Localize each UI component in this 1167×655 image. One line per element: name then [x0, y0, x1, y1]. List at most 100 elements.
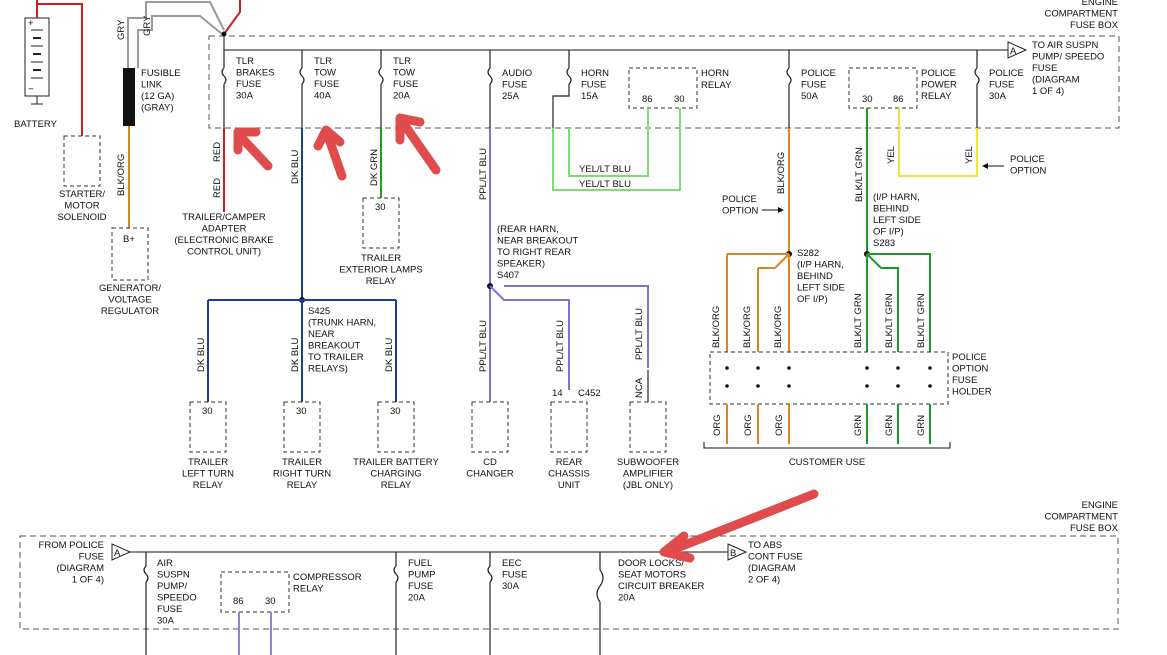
- label-line: 20A: [408, 593, 426, 604]
- label-line: 30A: [157, 616, 175, 627]
- label-line: STARTER/: [59, 189, 105, 200]
- label-line: FROM POLICE: [39, 540, 104, 551]
- battery-red-wire: [36, 3, 83, 136]
- wire-label-blk-lt-grn-a: BLK/LT GRN: [853, 293, 864, 348]
- compressor-relay-box: [220, 571, 290, 613]
- label-line: ENGINE: [1082, 500, 1118, 511]
- label-line: (DIAGRAM: [748, 563, 796, 574]
- label-line: LEFT SIDE: [797, 283, 845, 294]
- fuse-box-frame-bottom: [19, 535, 1119, 630]
- wire-label-org-b: ORG: [743, 414, 754, 436]
- label-line: 30A: [989, 91, 1007, 102]
- fuse-holder-contacts: [725, 366, 932, 388]
- label-line: LINK: [141, 80, 163, 91]
- label-line: BEHIND: [797, 271, 833, 282]
- wire-yel-police-option: [898, 108, 978, 177]
- wire-label-yel-1: YEL: [886, 146, 897, 164]
- label-line: CONT FUSE: [748, 552, 803, 563]
- label-line: TLR: [236, 56, 254, 67]
- door-locks-circuit-breaker: [596, 552, 604, 655]
- label-line: TO TRAILER: [308, 352, 364, 363]
- generator-box: [111, 227, 149, 281]
- wire-label-dk-blu-2: DK BLU: [196, 338, 207, 372]
- compressor-relay-pin-30: 30: [265, 596, 276, 607]
- gray-feed-wire-2: [137, 15, 223, 68]
- subwoofer-box: [629, 401, 667, 453]
- wire-label-grn-c: GRN: [916, 415, 927, 436]
- label-line: 25A: [502, 91, 520, 102]
- label-line: S282: [797, 248, 819, 259]
- label-line: (ELECTRONIC BRAKE: [174, 235, 273, 246]
- label-line: 15A: [581, 91, 599, 102]
- police-relay-pin-30: 30: [862, 94, 873, 105]
- label-line: S425: [308, 306, 330, 317]
- label-line: TO RIGHT REAR: [497, 247, 571, 258]
- annotation-arrow-2: [313, 125, 347, 181]
- offpage-b-letter: B: [730, 548, 736, 559]
- label-line: CONTROL UNIT): [187, 247, 261, 258]
- label-line: PUMP/ SPEEDO: [1032, 52, 1104, 63]
- label-line: FUSE BOX: [1070, 523, 1119, 534]
- label-line: MOTOR: [64, 201, 99, 212]
- svg-text:+: +: [28, 18, 34, 29]
- label-line: TO ABS: [748, 540, 782, 551]
- label-line: OPTION: [952, 364, 989, 375]
- label-line: HOLDER: [952, 387, 992, 398]
- wire-label-blk-org-police: BLK/ORG: [776, 152, 787, 194]
- fuse-audio: [487, 50, 493, 128]
- label-line: NEAR: [308, 329, 335, 340]
- label-line: POLICE: [801, 68, 836, 79]
- label-line: 50A: [801, 91, 819, 102]
- label-line: ENGINE: [1082, 0, 1118, 8]
- horn-relay-label-2: RELAY: [701, 80, 732, 91]
- compressor-relay-pin-86: 86: [233, 596, 244, 607]
- main-red-wire: [223, 0, 241, 35]
- label-line: FUSE: [989, 80, 1014, 91]
- label-line: (GRAY): [141, 103, 174, 114]
- label-line: FUSE: [801, 80, 826, 91]
- wire-label-ppl-lt-blu-1: PPL/LT BLU: [478, 148, 489, 200]
- label-line: PUMP/: [157, 581, 187, 592]
- label-line: FUSE BOX: [1070, 20, 1119, 31]
- label-line: FUSE: [236, 79, 261, 90]
- label-line: 2 OF 4): [748, 575, 780, 586]
- wire-label-gry-2: GRY: [142, 15, 153, 36]
- trtr-pin: 30: [296, 406, 307, 417]
- wire-label-yel-lt-blu-2: YEL/LT BLU: [579, 179, 631, 190]
- label-line: SOLENOID: [57, 212, 106, 223]
- trailer-exterior-lamps-relay-box: [362, 197, 400, 249]
- wire-label-red-2: RED: [212, 178, 223, 198]
- wire-org-outputs: [726, 404, 790, 444]
- label-line: 30A: [236, 91, 254, 102]
- horn-relay-pin-30: 30: [674, 94, 685, 105]
- label-line: 30A: [502, 581, 520, 592]
- label-line: HORN: [581, 68, 609, 79]
- bus-splice: [221, 31, 227, 37]
- wire-label-blk-org-b: BLK/ORG: [742, 306, 753, 348]
- wire-label-blk-org-c: BLK/ORG: [773, 306, 784, 348]
- tbcr-pin: 30: [390, 406, 401, 417]
- fuse-police-30: [974, 50, 980, 128]
- label-line: TRAILER: [282, 457, 322, 468]
- fusible-link: [123, 68, 135, 126]
- tltr-pin: 30: [202, 406, 213, 417]
- wire-label-org-c: ORG: [774, 414, 785, 436]
- wire-label-dk-blu-1: DK BLU: [290, 150, 301, 184]
- fuse-police-50: [786, 50, 792, 128]
- label-line: RELAY: [193, 480, 224, 491]
- b-plus-label: B+: [123, 234, 135, 245]
- label-line: CHANGER: [466, 469, 514, 480]
